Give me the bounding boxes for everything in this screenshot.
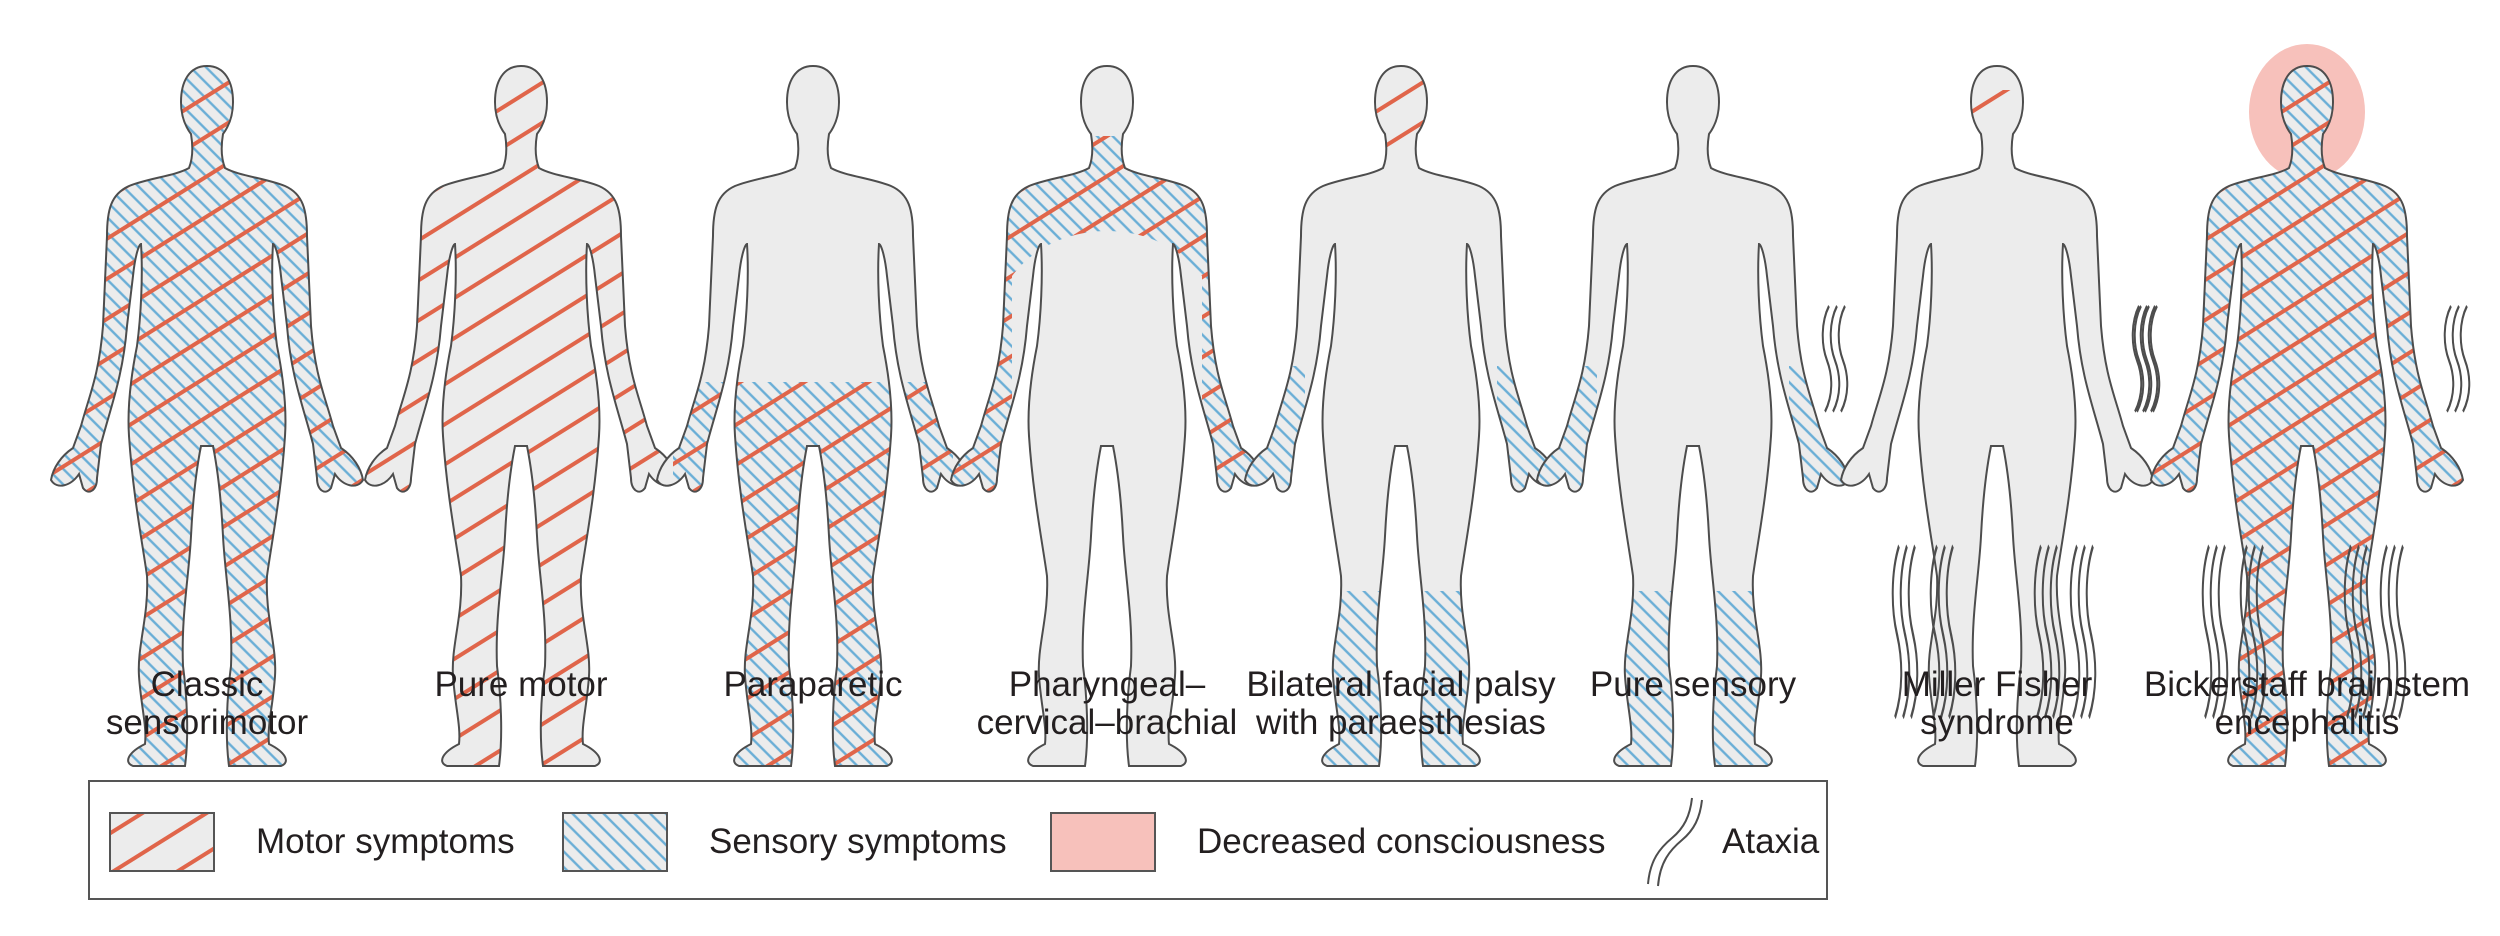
label-pure-motor: Pure motor bbox=[356, 666, 686, 704]
label-pharyngeal-cervical-brachial: Pharyngeal–cervical–brachial bbox=[942, 666, 1272, 742]
legend-ataxia: Ataxia bbox=[1700, 782, 1819, 902]
label-paraparetic: Paraparetic bbox=[648, 666, 978, 704]
figure-classic bbox=[51, 66, 363, 766]
figure-bickerstaff bbox=[2133, 44, 2470, 766]
ataxia-marks bbox=[1823, 306, 1848, 412]
legend-box: Motor symptoms Sensory symptoms Decrease… bbox=[88, 780, 1828, 900]
figure-pure-sensory bbox=[1537, 66, 1849, 766]
body-silhouette bbox=[1841, 66, 2153, 766]
label-pure-sensory: Pure sensory bbox=[1528, 666, 1858, 704]
legend-motor-label: Motor symptoms bbox=[256, 822, 515, 862]
figure-miller-fisher bbox=[1823, 66, 2160, 766]
motor-region bbox=[2151, 66, 2463, 766]
figure-paraparetic bbox=[657, 66, 969, 766]
legend-consciousness: Decreased consciousness bbox=[1175, 782, 1606, 902]
legend-motor: Motor symptoms bbox=[234, 782, 515, 902]
legend-ataxia-label: Ataxia bbox=[1722, 822, 1819, 862]
motor-region bbox=[51, 66, 363, 766]
legend-sensory: Sensory symptoms bbox=[687, 782, 1007, 902]
legend-consciousness-label: Decreased consciousness bbox=[1197, 822, 1606, 862]
figure-pure-motor bbox=[365, 66, 677, 766]
ataxia-marks bbox=[2445, 306, 2470, 412]
figure-facial bbox=[1245, 66, 1557, 766]
motor-region bbox=[365, 66, 677, 766]
legend-sensory-label: Sensory symptoms bbox=[709, 822, 1007, 862]
figure-pcb bbox=[951, 66, 1263, 766]
